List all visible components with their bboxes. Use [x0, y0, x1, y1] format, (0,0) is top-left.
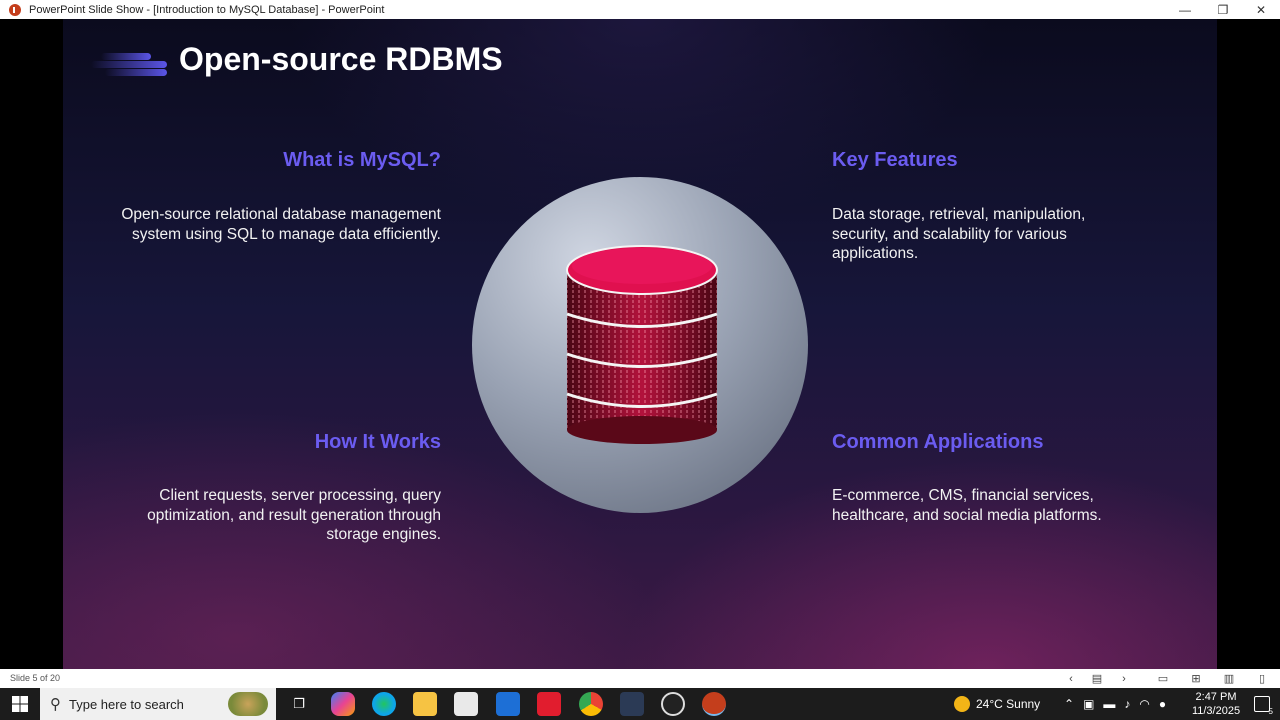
body-common-applications: E-commerce, CMS, financial services, hea… — [832, 487, 1102, 524]
sun-icon — [954, 696, 970, 712]
slide-title: Open-source RDBMS — [179, 41, 503, 77]
search-highlight-image — [228, 692, 268, 716]
weather-text: 24°C Sunny — [976, 697, 1041, 711]
powerpoint-icon[interactable] — [702, 692, 726, 716]
slideshow-status-bar: Slide 5 of 20 ‹ ▤ › ▭ ⊞ ▥ ▯ — [0, 669, 1280, 688]
start-button[interactable] — [0, 688, 40, 720]
notification-count: 5 — [1268, 707, 1273, 716]
search-icon: ⚲ — [50, 696, 61, 713]
windows-logo-icon — [12, 696, 28, 712]
previous-icon[interactable]: ‹ — [1069, 672, 1073, 685]
normal-view-icon[interactable]: ▭ — [1157, 673, 1169, 685]
slide-sorter-icon[interactable]: ⊞ — [1191, 673, 1201, 685]
heading-what-is-mysql: What is MySQL? — [283, 149, 441, 171]
slide[interactable]: Open-source RDBMS What is MySQL? Open-so… — [63, 19, 1217, 669]
heading-key-features: Key Features — [832, 149, 958, 171]
weather-widget[interactable]: 24°C Sunny — [954, 688, 1040, 720]
outlook-icon[interactable] — [496, 692, 520, 716]
database-icon — [566, 245, 718, 444]
notification-icon[interactable]: 5 — [1254, 696, 1273, 716]
slideshow-icon[interactable]: ▯ — [1258, 673, 1266, 685]
windows-taskbar: ⚲ Type here to search ❐ 24°C Sunny ⌃ ▣ ▬… — [0, 688, 1280, 720]
window-title-bar: PowerPoint Slide Show - [Introduction to… — [0, 0, 1280, 19]
menu-icon[interactable]: ▤ — [1091, 673, 1103, 685]
system-tray: ⌃ ▣ ▬ ♪ ◠ ● — [1064, 688, 1166, 720]
file-explorer-icon[interactable] — [413, 692, 437, 716]
slide-stage[interactable]: Open-source RDBMS What is MySQL? Open-so… — [0, 19, 1280, 669]
body-what-is-mysql: Open-source relational database manageme… — [121, 206, 441, 243]
microphone-icon[interactable]: ● — [1158, 697, 1167, 711]
reading-view-icon[interactable]: ▥ — [1223, 673, 1235, 685]
clock-time: 2:47 PM — [1195, 691, 1237, 703]
body-how-it-works: Client requests, server processing, quer… — [147, 487, 441, 543]
clock-date: 11/3/2025 — [1191, 705, 1241, 717]
copilot-icon[interactable] — [331, 692, 355, 716]
window-title: PowerPoint Slide Show - [Introduction to… — [29, 3, 385, 16]
chevron-up-icon[interactable]: ⌃ — [1064, 697, 1075, 711]
store-icon[interactable] — [454, 692, 478, 716]
volume-icon[interactable]: ♪ — [1124, 697, 1131, 711]
heading-common-applications: Common Applications — [832, 431, 1044, 453]
edge-icon[interactable] — [372, 692, 396, 716]
powerpoint-app-icon — [9, 3, 21, 16]
slide-number-indicator: Slide 5 of 20 — [10, 673, 61, 683]
taskbar-clock[interactable]: 2:47 PM 11/3/2025 — [1186, 690, 1246, 718]
next-icon[interactable]: › — [1122, 672, 1126, 685]
restore-button[interactable]: ❐ — [1217, 2, 1229, 17]
decorative-bars-icon — [91, 51, 167, 79]
close-button[interactable]: ✕ — [1255, 2, 1267, 17]
chrome-icon[interactable] — [579, 692, 603, 716]
minimize-button[interactable]: — — [1179, 2, 1191, 17]
app-red-icon[interactable] — [537, 692, 561, 716]
meet-now-icon[interactable]: ▣ — [1083, 697, 1095, 711]
task-view-icon[interactable]: ❐ — [293, 696, 305, 711]
body-key-features: Data storage, retrieval, manipulation, s… — [832, 206, 1086, 262]
wifi-icon[interactable]: ◠ — [1139, 697, 1150, 711]
obs-icon[interactable] — [661, 692, 685, 716]
window-controls: — ❐ ✕ — [1166, 0, 1280, 19]
taskbar-search-box[interactable]: ⚲ Type here to search — [40, 688, 276, 720]
heading-how-it-works: How It Works — [314, 431, 441, 453]
search-placeholder: Type here to search — [69, 696, 184, 712]
vscode-icon[interactable] — [620, 692, 644, 716]
battery-icon[interactable]: ▬ — [1103, 697, 1116, 711]
